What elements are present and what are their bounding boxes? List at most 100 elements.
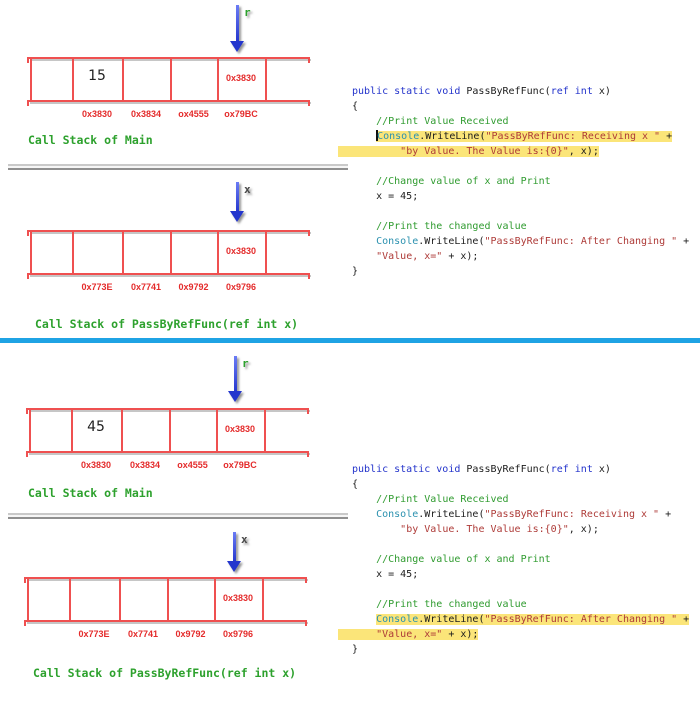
code-line [352, 582, 689, 597]
code-token: int [574, 86, 593, 97]
code-token: ref [550, 86, 569, 97]
stack-cell-divider [217, 58, 219, 101]
stack-address: 0x9792 [175, 629, 206, 639]
stack-top-line [27, 57, 310, 63]
arrow-shaft [234, 356, 237, 392]
stack-top-line [24, 577, 307, 583]
separator-line [8, 513, 348, 520]
code-token: //Print the changed value [376, 221, 527, 232]
pointer-arrow-x: x [230, 182, 251, 222]
code-line: } [352, 264, 689, 279]
code-line: Console.WriteLine("PassByRefFunc: After … [352, 612, 690, 627]
stack-cell-divider [30, 231, 32, 274]
code-token: Console [376, 236, 419, 247]
pointer-label: r [244, 6, 251, 19]
code-token [352, 251, 376, 262]
stack-address: ox4555 [177, 460, 208, 470]
code-token: + [677, 614, 690, 625]
code-token: //Print Value Received [376, 116, 509, 127]
stack-address: 0x3834 [130, 109, 162, 119]
code-token: "PassByRefFunc: Receiving x " [484, 509, 660, 520]
code-token: x) [592, 464, 611, 475]
code-line: Console.WriteLine("PassByRefFunc: After … [352, 234, 689, 249]
code-line: public static void PassByRefFunc(ref int… [352, 462, 689, 477]
pointer-label: r [242, 357, 249, 370]
code-token: + [660, 131, 673, 142]
stack-caption: Call Stack of PassByRefFunc(ref int x) [35, 317, 299, 331]
code-highlight: "Value, x=" + x); [338, 629, 479, 640]
stack-cell-value: 0x3830 [222, 593, 254, 603]
pointer-arrow-r: r [230, 5, 251, 52]
code-token [352, 524, 400, 535]
code-token: .WriteLine( [418, 509, 485, 520]
stack-cell-divider [265, 58, 267, 101]
stack-cell-divider [170, 231, 172, 274]
stack-cell-divider [69, 578, 71, 621]
code-token: ref [550, 464, 569, 475]
code-token: //Print Value Received [376, 494, 509, 505]
code-line: //Change value of x and Print [352, 552, 689, 567]
code-line: "Value, x=" + x); [338, 627, 689, 642]
code-line: //Print the changed value [352, 597, 689, 612]
code-line: "by Value. The Value is:{0}", x); [338, 144, 689, 159]
code-highlight: Console.WriteLine("PassByRefFunc: After … [376, 614, 690, 625]
code-token: Console [376, 509, 419, 520]
code-token: x = 45; [352, 191, 419, 202]
stack-bottom-line [27, 100, 310, 106]
code-token: + x); [442, 251, 479, 262]
code-token: //Change value of x and Print [376, 176, 551, 187]
stack-cell-divider [119, 578, 121, 621]
code-line: } [352, 642, 689, 657]
section-divider [0, 338, 700, 343]
code-token [352, 629, 376, 640]
pointer-label: x [241, 533, 248, 546]
stack-cell-divider [122, 231, 124, 274]
stack-cell-divider [217, 231, 219, 274]
code-line: x = 45; [352, 567, 689, 582]
code-token [352, 614, 376, 625]
code-token: int [574, 464, 593, 475]
stack-cell-divider [121, 409, 123, 452]
stack-cell-divider [72, 231, 74, 274]
stack-address: ox79BC [224, 109, 258, 119]
code-line [352, 159, 689, 174]
code-line: { [352, 99, 689, 114]
stack-cell-divider [264, 409, 266, 452]
code-token: + [677, 236, 690, 247]
code-token [352, 146, 400, 157]
code-token: { [352, 479, 359, 490]
code-token: x = 45; [352, 569, 419, 580]
stack-cell-divider [216, 409, 218, 452]
stack-top-line [27, 230, 310, 236]
code-line: "Value, x=" + x); [352, 249, 689, 264]
code-token: Console [377, 131, 420, 142]
code-token: { [352, 101, 359, 112]
code-token [352, 599, 376, 610]
code-token: , x); [568, 524, 599, 535]
code-line: //Print Value Received [352, 114, 689, 129]
code-token [352, 236, 376, 247]
stack-address: 0x773E [81, 282, 113, 292]
code-line [352, 537, 689, 552]
code-line: public static void PassByRefFunc(ref int… [352, 84, 689, 99]
stack-address: 0x9792 [178, 282, 209, 292]
code-token: //Change value of x and Print [376, 554, 551, 565]
code-token [352, 221, 376, 232]
stack-address: 0x3834 [129, 460, 161, 470]
stack-address: 0x773E [78, 629, 110, 639]
stack-address: 0x9796 [222, 629, 254, 639]
stack-bottom-line [27, 273, 310, 279]
stack-address: 0x3830 [81, 109, 113, 119]
stack-bottom-line [26, 451, 309, 457]
stack-cell-divider [262, 578, 264, 621]
stack-caption: Call Stack of PassByRefFunc(ref int x) [33, 666, 297, 680]
stack-address: 0x9796 [225, 282, 257, 292]
code-token: + [659, 509, 672, 520]
stack-cell-divider [27, 578, 29, 621]
code-token: "Value, x=" [376, 629, 443, 640]
stack-address: 0x7741 [130, 282, 162, 292]
code-token [352, 509, 376, 520]
code-token: public static void [352, 86, 467, 97]
